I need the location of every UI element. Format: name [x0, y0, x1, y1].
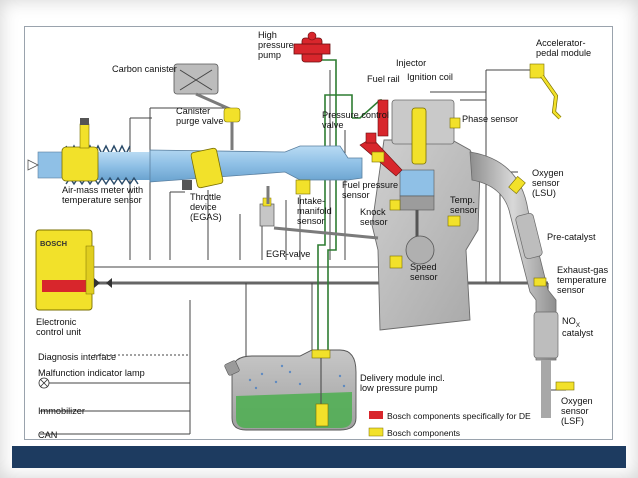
label-high-pressure-pump-3: pump [258, 50, 281, 60]
label-ecu-1: Electronic [36, 317, 77, 327]
label-exhaust-gas-temp-sensor-2: temperature [557, 275, 607, 285]
exhaust-system [469, 151, 575, 418]
engine-block [359, 99, 481, 331]
label-oxygen-sensor-lsf-2: sensor [561, 406, 589, 416]
delivery-module [311, 349, 331, 359]
label-throttle-device-3: (EGAS) [190, 212, 222, 222]
label-nox-catalyst-2: catalyst [562, 328, 594, 338]
label-fuel-pressure-sensor-1: Fuel pressure [342, 180, 398, 190]
label-accelerator-pedal-2: pedal module [536, 48, 591, 58]
label-throttle-device-1: Throttle [190, 192, 221, 202]
label-air-mass-meter-1: Air-mass meter with [62, 185, 143, 195]
egr-valve [259, 186, 379, 240]
label-delivery-module-2: low pressure pump [360, 383, 438, 393]
label-oxygen-sensor-lsu-3: (LSU) [532, 188, 556, 198]
label-injector: Injector [396, 58, 426, 68]
intake-manifold-sensor-body [295, 179, 311, 195]
label-intake-manifold-sensor-2: manifold [297, 206, 332, 216]
label-pre-catalyst: Pre-catalyst [547, 232, 596, 242]
label-diagnosis-interface: Diagnosis interface [38, 352, 116, 362]
label-ignition-coil: Ignition coil [407, 72, 453, 82]
high-pressure-pump [293, 31, 331, 63]
canister-purge-valve [195, 92, 241, 150]
label-malfunction-indicator-lamp: Malfunction indicator lamp [38, 368, 145, 378]
label-throttle-device-2: device [190, 202, 217, 212]
label-intake-manifold-sensor-1: Intake- [297, 196, 325, 206]
label-delivery-module-1: Delivery module incl. [360, 373, 445, 383]
label-oxygen-sensor-lsf-1: Oxygen [561, 396, 593, 406]
label-speed-sensor-2: sensor [410, 272, 438, 282]
accelerator-pedal-module [529, 63, 562, 120]
fuel-tank [224, 349, 357, 431]
label-ecu-2: control unit [36, 327, 81, 337]
label-intake-manifold-sensor-3: sensor [297, 216, 325, 226]
legend-label-bosch: Bosch components [387, 428, 460, 438]
ignition-coil-body [411, 107, 427, 165]
label-oxygen-sensor-lsu-1: Oxygen [532, 168, 564, 178]
intake-pipe [149, 145, 363, 183]
legend: Bosch components specifically for DE Bos… [368, 411, 531, 438]
label-nox-main: NO [562, 316, 576, 326]
label-pressure-control-valve-2: valve [322, 120, 343, 130]
label-canister-purge-valve-2: purge valve [176, 116, 224, 126]
label-can: CAN [38, 430, 57, 440]
label-egr-valve: EGR-valve [266, 249, 310, 259]
label-phase-sensor: Phase sensor [462, 114, 518, 124]
label-immobilizer: Immobilizer [38, 406, 85, 416]
electronic-control-unit [35, 229, 112, 311]
label-fuel-pressure-sensor-2: sensor [342, 190, 370, 200]
label-accelerator-pedal-1: Accelerator- [536, 38, 586, 48]
label-pressure-control-valve-1: Pressure control [322, 110, 389, 120]
label-exhaust-gas-temp-sensor-3: sensor [557, 285, 585, 295]
label-oxygen-sensor-lsf-3: (LSF) [561, 416, 584, 426]
legend-label-bosch-de: Bosch components specifically for DE [387, 411, 531, 421]
legend-swatch-bosch-de [369, 411, 383, 419]
intake-tract [27, 118, 363, 195]
carbon-canister [173, 63, 219, 95]
label-knock-sensor-2: sensor [360, 217, 388, 227]
label-canister-purge-valve-1: Canister [176, 106, 210, 116]
label-speed-sensor-1: Speed [410, 262, 437, 272]
label-air-mass-meter-2: temperature sensor [62, 195, 142, 205]
throttle-device [190, 147, 224, 189]
label-knock-sensor-1: Knock [360, 207, 386, 217]
intake-inlet [37, 151, 67, 179]
label-oxygen-sensor-lsu-2: sensor [532, 178, 560, 188]
label-nox-catalyst-1: NOX [562, 316, 581, 329]
label-temp-sensor-2: sensor [450, 205, 478, 215]
air-mass-meter [61, 146, 99, 182]
air-inlet-arrow [27, 159, 39, 171]
label-high-pressure-pump-2: pressure [258, 40, 294, 50]
label-temp-sensor-1: Temp. [450, 195, 475, 205]
label-nox-sub: X [576, 322, 581, 329]
slide-footer-band [12, 446, 626, 468]
label-fuel-rail: Fuel rail [367, 74, 400, 84]
label-high-pressure-pump-1: High [258, 30, 277, 40]
ecu-brand-logo: BOSCH [40, 239, 67, 248]
legend-swatch-bosch [368, 427, 384, 437]
label-carbon-canister: Carbon canister [112, 64, 177, 74]
component-labels: High pressure pump Carbon canister Fuel … [36, 30, 608, 440]
label-exhaust-gas-temp-sensor-1: Exhaust-gas [557, 265, 608, 275]
